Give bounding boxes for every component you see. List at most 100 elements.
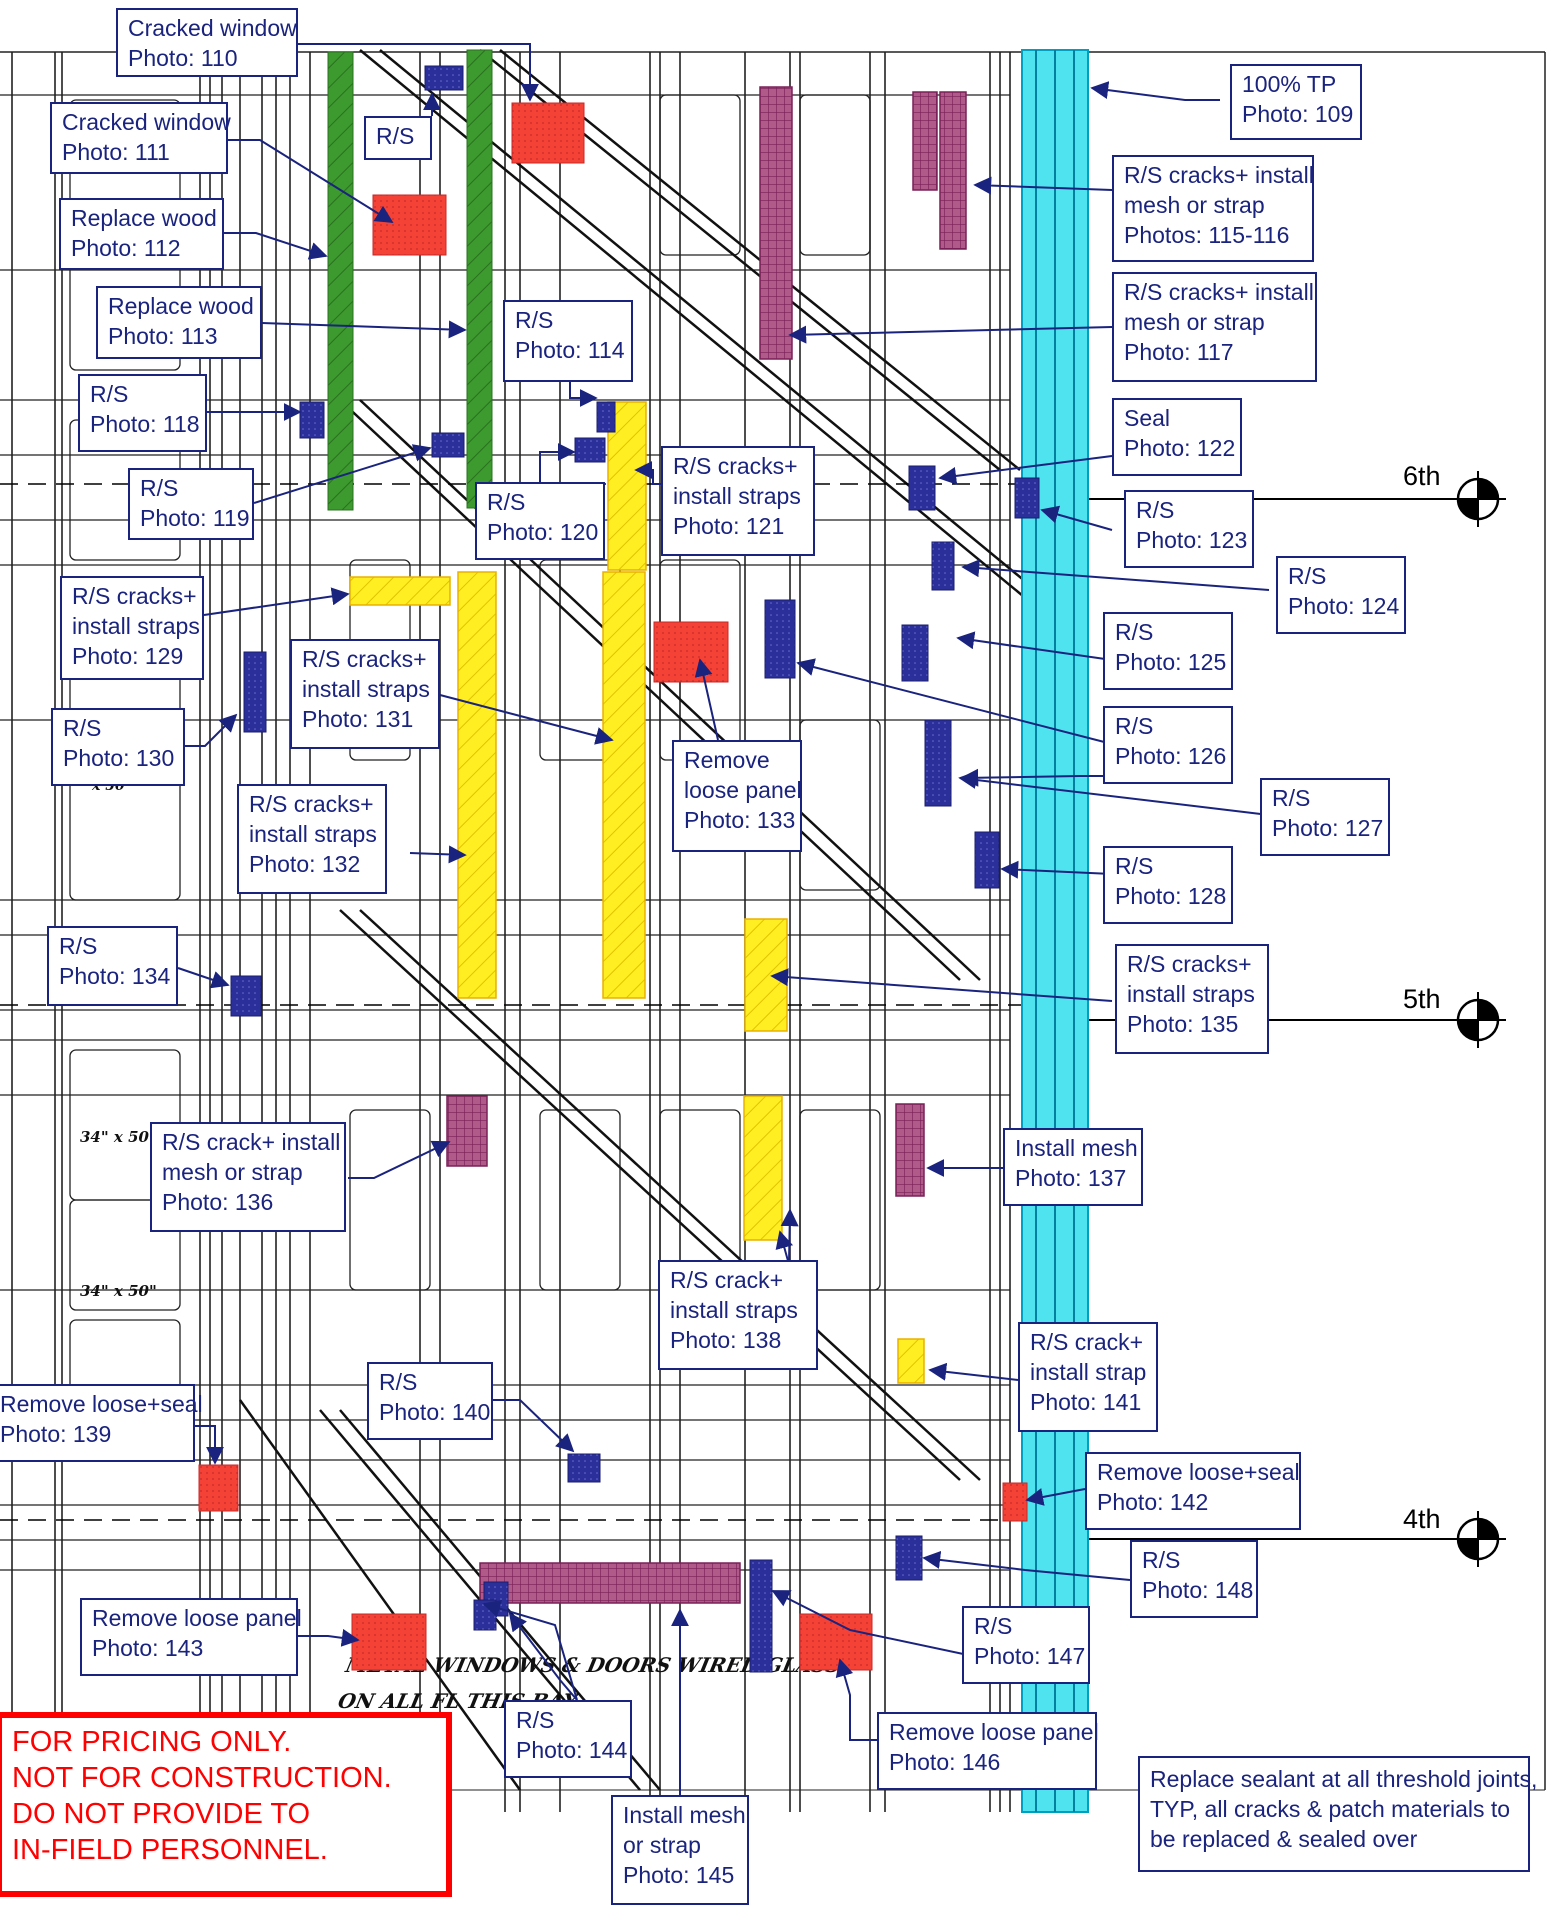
floor-marker-5th <box>1450 992 1506 1048</box>
callout-photo-147: R/S Photo: 147 <box>962 1606 1090 1684</box>
building-linework <box>0 52 1041 1812</box>
callout-text: Install mesh <box>1015 1135 1138 1161</box>
callout-photo-140: R/S Photo: 140 <box>367 1362 493 1440</box>
callout-text: R/S <box>515 307 554 333</box>
callout-text: R/S <box>1142 1547 1181 1573</box>
callout-text: R/S crack+ <box>670 1267 784 1293</box>
callout-text: R/S <box>376 123 415 149</box>
callout-text: 100% TP <box>1242 71 1337 97</box>
callout-text: Remove loose+seal <box>1097 1459 1300 1485</box>
callout-photo-139: Remove loose+seal Photo: 139 <box>0 1384 203 1462</box>
callout-photo-143: Remove loose panel Photo: 143 <box>80 1598 302 1676</box>
callout-text: R/S cracks+ <box>72 583 197 609</box>
callout-photo-132: R/S cracks+ install straps Photo: 132 <box>237 784 387 894</box>
callout-text: R/S <box>90 381 129 407</box>
callout-photo-142: Remove loose+seal Photo: 142 <box>1085 1452 1301 1530</box>
window-pane <box>69 1199 181 1311</box>
callout-photo-ref: Photo: 123 <box>1136 527 1248 553</box>
callout-photo-ref: Photo: 137 <box>1015 1165 1127 1191</box>
callout-photo-145: Install mesh or strap Photo: 145 <box>611 1795 749 1905</box>
callout-text: Seal <box>1124 405 1171 431</box>
callout-photo-133: Remove loose panel Photo: 133 <box>672 740 802 852</box>
callout-text: Remove loose+seal <box>0 1391 203 1417</box>
strap-zones <box>349 401 925 1384</box>
callout-photo-ref: Photo: 138 <box>670 1327 782 1353</box>
disclaimer-line: NOT FOR CONSTRUCTION. <box>12 1762 392 1794</box>
window-pane <box>799 94 871 256</box>
callout-text: R/S crack+ <box>1030 1329 1144 1355</box>
window-pane <box>799 1109 881 1291</box>
callout-text: install straps <box>670 1297 798 1323</box>
callout-text: Replace wood <box>108 293 254 319</box>
callout-photo-ref: Photo: 142 <box>1097 1489 1209 1515</box>
callout-photo-ref: Photo: 114 <box>515 337 625 363</box>
callout-text: install straps <box>249 821 377 847</box>
callout-text: install strap <box>1030 1359 1147 1385</box>
callout-text: install straps <box>1127 981 1255 1007</box>
callout-photo-ref: Photo: 144 <box>516 1737 628 1763</box>
callout-text: R/S cracks+ <box>673 453 798 479</box>
disclaimer-line: FOR PRICING ONLY. <box>12 1726 292 1758</box>
window-pane <box>799 719 881 891</box>
note-text: be replaced & sealed over <box>1150 1826 1418 1852</box>
callout-photo-ref: Photo: 139 <box>0 1421 112 1447</box>
callout-photo-120: R/S Photo: 120 <box>475 482 605 560</box>
callout-photo-ref: Photo: 109 <box>1242 101 1354 127</box>
callout-text: R/S <box>59 933 98 959</box>
callout-photo-127: R/S Photo: 127 <box>1260 778 1390 856</box>
callout-photo-117: R/S cracks+ install mesh or strap Photo:… <box>1112 272 1317 382</box>
window-pane <box>69 1319 181 1391</box>
callout-rs: R/S <box>364 116 432 160</box>
callout-photo-ref: Photo: 130 <box>63 745 175 771</box>
leader-lines <box>177 43 1270 1804</box>
callout-photo-ref: Photo: 113 <box>108 323 218 349</box>
callout-photo-146: Remove loose panel Photo: 146 <box>877 1712 1099 1790</box>
callout-photo-ref: Photo: 140 <box>379 1399 491 1425</box>
callout-photo-119: R/S Photo: 119 <box>128 468 254 540</box>
callout-photo-ref: Photo: 143 <box>92 1635 204 1661</box>
callout-photo-124: R/S Photo: 124 <box>1276 556 1406 634</box>
callout-photo-130: R/S Photo: 130 <box>51 708 185 786</box>
callout-photo-ref: Photo: 122 <box>1124 435 1236 461</box>
callout-photo-135: R/S cracks+ install straps Photo: 135 <box>1115 944 1269 1054</box>
mesh-zones <box>446 86 967 1604</box>
callout-photo-ref: Photo: 119 <box>140 505 250 531</box>
callout-photo-ref: Photo: 110 <box>128 45 238 71</box>
callout-photo-148: R/S Photo: 148 <box>1130 1540 1258 1618</box>
callout-photo-118: R/S Photo: 118 <box>78 374 207 452</box>
callout-photo-115-116: R/S cracks+ install mesh or strap Photos… <box>1112 155 1314 262</box>
tp-zone <box>1021 49 1089 1813</box>
callout-photo-136: R/S crack+ install mesh or strap Photo: … <box>150 1122 346 1232</box>
callout-photo-ref: Photo: 136 <box>162 1189 274 1215</box>
callout-text: R/S cracks+ <box>1127 951 1252 977</box>
callout-photo-ref: Photo: 147 <box>974 1643 1086 1669</box>
pricing-disclaimer: FOR PRICING ONLY. NOT FOR CONSTRUCTION. … <box>0 1712 452 1897</box>
callout-photo-ref: Photo: 117 <box>1124 339 1234 365</box>
callout-photo-ref: Photo: 146 <box>889 1749 1001 1775</box>
callout-text: R/S <box>140 475 179 501</box>
callout-photo-129: R/S cracks+ install straps Photo: 129 <box>60 576 204 680</box>
callout-photo-137: Install mesh Photo: 137 <box>1003 1128 1143 1206</box>
callout-text: mesh or strap <box>1124 192 1265 218</box>
disclaimer-line: IN-FIELD PERSONNEL. <box>12 1834 328 1866</box>
callout-photo-123: R/S Photo: 123 <box>1124 490 1254 568</box>
callout-photo-112: Replace wood Photo: 112 <box>59 198 224 270</box>
panel-zones <box>198 102 1028 1671</box>
callout-text: loose panel <box>684 777 802 803</box>
callout-photo-ref: Photo: 126 <box>1115 743 1227 769</box>
callout-text: R/S <box>1272 785 1311 811</box>
callout-text: R/S <box>1115 713 1154 739</box>
callout-photo-141: R/S crack+ install strap Photo: 141 <box>1018 1322 1158 1432</box>
note-text: Replace sealant at all threshold joints, <box>1150 1766 1538 1792</box>
callout-text: R/S <box>379 1369 418 1395</box>
callout-photo-ref: Photo: 121 <box>673 513 785 539</box>
callout-photo-ref: Photo: 125 <box>1115 649 1227 675</box>
callout-photo-ref: Photo: 145 <box>623 1862 735 1888</box>
callout-photo-ref: Photo: 134 <box>59 963 171 989</box>
callout-text: R/S <box>516 1707 555 1733</box>
floor-label-4th: 4th <box>1403 1504 1441 1534</box>
callout-text: R/S <box>1115 853 1154 879</box>
callout-text: or strap <box>623 1832 701 1858</box>
window-pane <box>659 94 741 256</box>
callout-photo-113: Replace wood Photo: 113 <box>96 286 262 359</box>
